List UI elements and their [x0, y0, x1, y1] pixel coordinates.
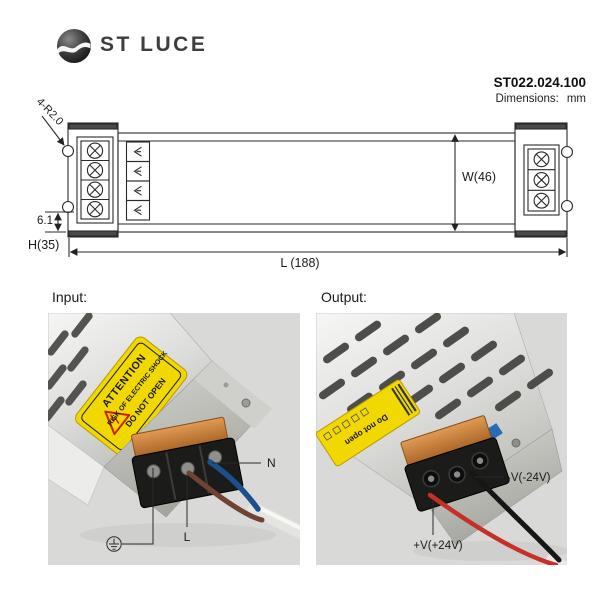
neutral-wire	[207, 459, 261, 512]
height-label: H(35)	[28, 238, 59, 252]
right-end-cap	[514, 122, 568, 238]
warning-label-border	[81, 342, 182, 451]
positive-wire	[427, 492, 559, 565]
input-vent-slots	[48, 313, 93, 422]
warning-triangle-icon	[104, 410, 131, 436]
left-cap-bottom-bar	[68, 230, 118, 237]
width-label: W(46)	[462, 170, 496, 184]
screw-symbols-left	[86, 142, 104, 218]
lightning-bolt-icon	[109, 414, 120, 424]
right-cap-bottom-bar	[515, 230, 567, 237]
input-shadow	[80, 523, 276, 547]
left-terminal-block	[76, 136, 114, 224]
output-section-title: Output:	[321, 289, 367, 305]
logo-sphere	[57, 29, 91, 63]
output-wiring-photo: Do not open -V(-24V) +	[316, 313, 567, 565]
neutral-callout-label: N	[267, 456, 276, 470]
dimensions-unit: mm	[566, 93, 586, 105]
notch-dimension	[45, 211, 74, 233]
left-cap-top-bar	[68, 123, 118, 130]
notch-offset-label: 6.1	[37, 215, 53, 227]
output-label-plate	[316, 379, 421, 467]
input-cable-highlight	[255, 505, 300, 530]
dimensions-label: Dimensions:	[495, 93, 559, 105]
right-cap-top-bar	[515, 123, 567, 130]
negative-callout-label: -V(-24V)	[507, 472, 551, 484]
live-wire	[186, 470, 265, 523]
output-label-boxes	[322, 407, 370, 441]
corner-radius-label: 4-R2.0	[34, 96, 66, 128]
input-cable-white	[247, 502, 300, 539]
output-callout-lines	[432, 476, 503, 535]
case-screw	[241, 398, 251, 408]
dimension-drawing: 4-R2.0 W(46) 6.1 H(35) L (188)	[28, 96, 574, 270]
input-case-side-face	[48, 424, 105, 506]
output-cable-white	[546, 553, 567, 565]
screw-symbols-right	[533, 151, 550, 209]
case-screw-small	[223, 382, 229, 388]
input-callout-lines	[106, 462, 261, 552]
output-label-barcode	[391, 383, 417, 416]
output-vent-slots	[318, 313, 554, 420]
ground-callout-line	[122, 468, 154, 545]
logo-swoosh	[57, 42, 91, 54]
length-label: L (188)	[280, 256, 319, 270]
brand-name: ST LUCE	[100, 33, 208, 56]
length-dimension	[68, 238, 568, 257]
brand-logo-icon	[57, 29, 91, 63]
output-terminal-posts	[422, 452, 489, 488]
input-chassis-edge	[194, 361, 272, 429]
part-number-block: ST022.024.100 Dimensions: mm	[494, 75, 586, 105]
corner-radius-leader	[41, 115, 65, 146]
mounting-notches	[61, 144, 574, 214]
output-product-label: Do not open	[316, 379, 421, 467]
input-wiring-photo: ATTENTION RISK OF ELECTRIC SHOCK DO NOT …	[48, 313, 300, 565]
part-number: ST022.024.100	[493, 75, 586, 90]
output-case-screw	[511, 438, 521, 448]
ground-icon	[106, 536, 122, 552]
right-terminal-block	[523, 144, 560, 216]
live-callout-label: L	[184, 530, 191, 544]
dimensions-note: Dimensions: mm	[494, 93, 586, 105]
wire-entry-boxes	[125, 141, 151, 221]
device-outline	[41, 115, 574, 257]
negative-wire	[469, 470, 562, 563]
input-section-title: Input:	[52, 289, 88, 305]
output-terminal-block	[400, 415, 510, 512]
positive-callout-label: +V(+24V)	[413, 540, 462, 552]
